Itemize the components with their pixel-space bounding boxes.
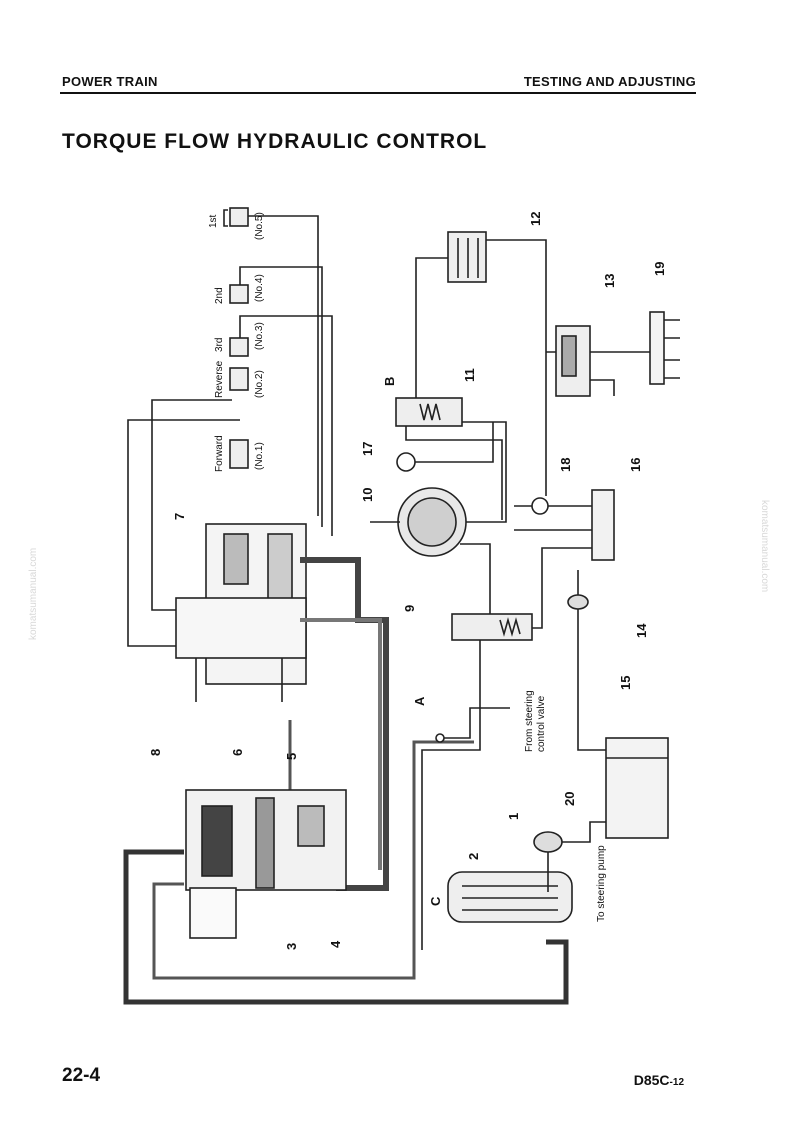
lubrication-relief-valve: [546, 311, 680, 397]
callout-17: 17: [360, 442, 375, 456]
oil-filter: [567, 594, 589, 610]
label-no2: (No.2): [254, 370, 265, 398]
oil-tank: [577, 570, 669, 839]
check-valve: [531, 497, 549, 515]
pump: [533, 821, 640, 892]
label-1st: 1st: [208, 214, 219, 228]
header-rule: [60, 92, 696, 94]
label-no5: (No.5): [254, 212, 265, 240]
label-no4: (No.4): [254, 274, 265, 302]
callout-19: 19: [652, 262, 667, 276]
callout-2: 2: [466, 853, 481, 860]
callout-20: 20: [562, 792, 577, 806]
label-no1: (No.1): [254, 442, 265, 470]
note-from-steering-2: control valve: [536, 695, 547, 752]
callout-8: 8: [148, 749, 163, 756]
oil-cooler: [415, 231, 547, 496]
clutch-pack-1st: [223, 207, 319, 516]
letter-a: A: [412, 696, 427, 706]
callout-11: 11: [462, 368, 477, 382]
letter-c: C: [428, 896, 443, 906]
note-from-steering-1: From steering: [524, 690, 535, 752]
callout-4: 4: [328, 940, 343, 948]
callout-9: 9: [402, 605, 417, 612]
callout-3: 3: [284, 943, 299, 950]
callout-1: 1: [506, 813, 521, 820]
strainer: [447, 871, 573, 923]
model-code: D85C-12: [634, 1072, 684, 1088]
label-3rd: 3rd: [214, 338, 225, 352]
torque-converter: [370, 421, 507, 557]
callout-18: 18: [558, 458, 573, 472]
clutch-pack-2nd: [229, 266, 323, 527]
torque-converter-relief-valve: [395, 397, 503, 520]
model-name: D85C: [633, 1072, 670, 1088]
callout-10: 10: [360, 488, 375, 502]
label-reverse: Reverse: [214, 360, 225, 398]
page-number: 22-4: [62, 1065, 101, 1086]
note-to-steering: To steering pump: [596, 845, 607, 922]
callout-5: 5: [284, 753, 299, 760]
page-title: TORQUE FLOW HYDRAULIC CONTROL: [62, 130, 488, 153]
label-2nd: 2nd: [214, 287, 225, 304]
main-relief-valve: [185, 789, 347, 939]
transmission-control-valve: [175, 523, 307, 702]
header-chapter-title: TESTING AND ADJUSTING: [523, 74, 696, 89]
label-forward: Forward: [214, 435, 225, 472]
model-suffix: -12: [669, 1077, 684, 1088]
callout-13: 13: [602, 274, 617, 288]
scavenging-relief-valve: [421, 543, 592, 950]
callout-16: 16: [628, 458, 643, 472]
letter-b: B: [382, 377, 397, 386]
callout-12: 12: [528, 212, 543, 226]
label-no3: (No.3): [254, 322, 265, 350]
clutch-pack-3rd: [229, 315, 333, 536]
callout-14: 14: [634, 623, 649, 638]
pressure-gauge: [396, 422, 494, 472]
drain-tank: [591, 489, 615, 561]
callout-6: 6: [230, 749, 245, 756]
callout-7: 7: [172, 513, 187, 520]
header-section-title: POWER TRAIN: [62, 74, 158, 89]
callout-15: 15: [618, 676, 633, 690]
